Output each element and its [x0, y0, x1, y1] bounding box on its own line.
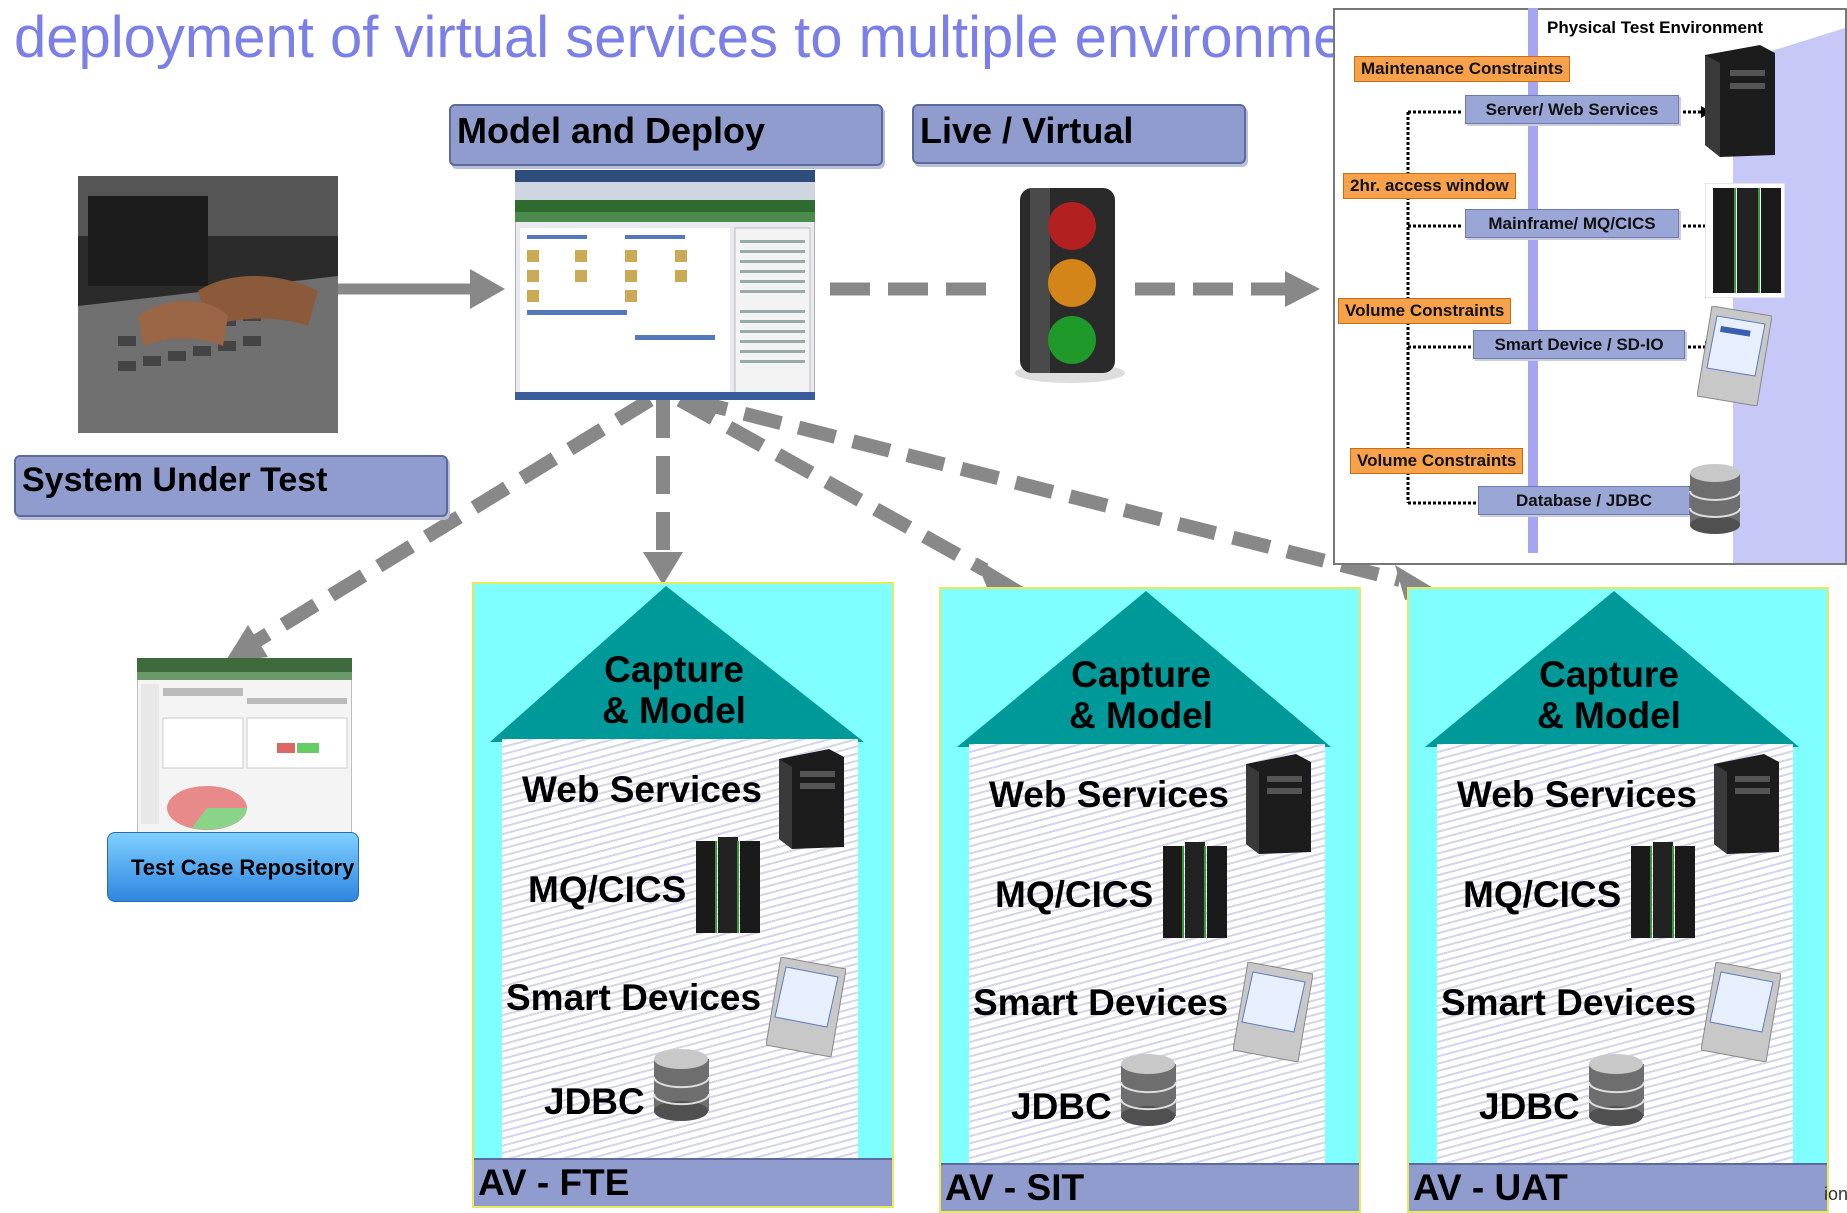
mq-cics-label: MQ/CICS	[995, 874, 1154, 915]
sut-to-model-arrowhead	[470, 269, 505, 309]
pda-icon	[1701, 962, 1781, 1062]
capture-model-label: Capture& Model	[1069, 654, 1213, 736]
pda-icon	[1697, 306, 1772, 406]
jdbc-label: JDBC	[544, 1081, 645, 1122]
footer-text-fragment: ion	[1824, 1184, 1847, 1204]
capture-model-label: Capture& Model	[1537, 654, 1681, 736]
database-icon	[1120, 1054, 1177, 1126]
constraint-tag: Volume Constraints	[1350, 448, 1524, 474]
system-box: Database / JDBC	[1478, 486, 1690, 515]
system-box: Mainframe/ MQ/CICS	[1465, 209, 1679, 238]
jdbc-label: JDBC	[1479, 1086, 1580, 1127]
mainframe-icon	[1631, 842, 1695, 938]
smart-devices-label: Smart Devices	[973, 982, 1229, 1023]
system-box: Smart Device / SD-IO	[1473, 330, 1685, 359]
database-icon	[1588, 1054, 1645, 1126]
smart-devices-label: Smart Devices	[1441, 982, 1697, 1023]
mainframe-icon	[1163, 842, 1227, 938]
server-tower-icon	[1714, 754, 1779, 854]
model-to-sit-arrowhead	[975, 558, 1025, 595]
web-services-label: Web Services	[522, 769, 762, 810]
database-icon	[653, 1049, 710, 1121]
server-tower-icon	[779, 749, 844, 849]
physical-env-title: Physical Test Environment	[1547, 18, 1764, 37]
environment-name-bar: AV - UAT	[1409, 1163, 1827, 1211]
environment-name-bar: AV - FTE	[474, 1158, 892, 1206]
model-to-uat-arrow	[688, 393, 1402, 587]
light-to-physical-arrowhead	[1285, 271, 1320, 307]
environment-name-bar: AV - SIT	[941, 1163, 1359, 1211]
pda-icon	[1233, 962, 1313, 1062]
capture-model-triangle	[490, 586, 864, 742]
environment-fte: Capture& Model Web Services MQ/CICS Smar…	[472, 582, 894, 1208]
app-screenshot-icon	[515, 170, 815, 400]
model-and-deploy-label: Model and Deploy	[449, 104, 883, 166]
capture-model-triangle	[1425, 591, 1799, 747]
constraint-tag: Volume Constraints	[1338, 298, 1512, 324]
model-to-repo-arrow	[246, 394, 654, 651]
server-tower-icon	[1246, 754, 1311, 854]
pda-icon	[766, 957, 846, 1057]
system-box: Server/ Web Services	[1465, 95, 1679, 124]
web-services-label: Web Services	[989, 774, 1229, 815]
environment-uat: Capture& Model Web Services MQ/CICS Smar…	[1407, 587, 1829, 1213]
constraint-tag: 2hr. access window	[1343, 173, 1516, 199]
server-tower-icon	[1705, 45, 1775, 157]
mainframe-icon	[696, 837, 760, 933]
model-to-repo-arrowhead	[225, 625, 268, 662]
mq-cics-label: MQ/CICS	[1463, 874, 1622, 915]
web-services-label: Web Services	[1457, 774, 1697, 815]
test-case-repository-label: Test Case Repository	[131, 855, 355, 880]
jdbc-label: JDBC	[1011, 1086, 1112, 1127]
traffic-light-icon	[1015, 188, 1125, 383]
mq-cics-label: MQ/CICS	[528, 869, 687, 910]
page-title: deployment of virtual services to multip…	[14, 5, 1423, 70]
laptop-icon	[78, 176, 338, 433]
environment-sit: Capture& Model Web Services MQ/CICS Smar…	[939, 587, 1361, 1213]
smart-devices-label: Smart Devices	[506, 977, 762, 1018]
capture-model-triangle	[957, 591, 1331, 747]
mainframe-icon	[1705, 183, 1785, 298]
system-under-test-label: System Under Test	[14, 455, 448, 517]
model-to-fte-arrowhead	[643, 552, 683, 585]
database-icon	[1689, 464, 1741, 534]
capture-model-label: Capture& Model	[602, 649, 746, 731]
test-case-repository-box: Test Case Repository	[107, 832, 359, 902]
dashboard-screenshot-icon	[137, 658, 352, 833]
constraint-tag: Maintenance Constraints	[1354, 56, 1571, 82]
model-to-sit-arrow	[676, 393, 989, 577]
live-virtual-label: Live / Virtual	[912, 104, 1246, 164]
